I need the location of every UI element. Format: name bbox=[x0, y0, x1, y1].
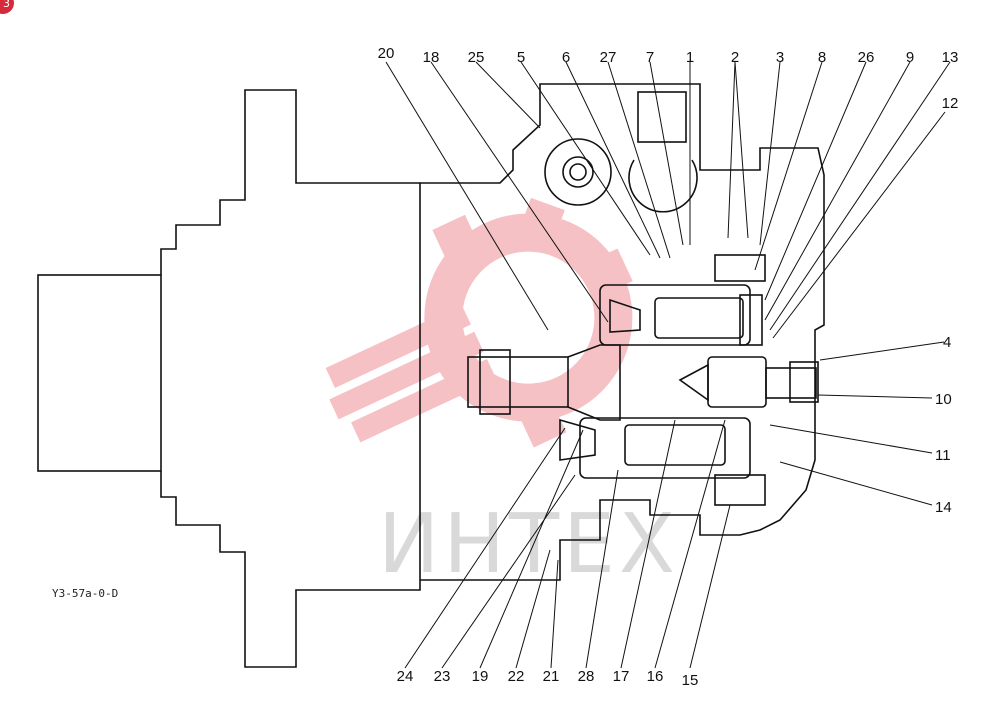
callout-label: 23 bbox=[434, 668, 451, 685]
callout-label: 24 bbox=[397, 668, 414, 685]
motor-housing bbox=[420, 83, 825, 581]
callout-label: 21 bbox=[543, 668, 560, 685]
callout-label: 11 bbox=[935, 447, 951, 464]
watermark-text: ИНТЕХ bbox=[378, 497, 679, 592]
callouts-top: 20 18 25 5 6 27 7 1 2 3 8 26 9 13 12 bbox=[378, 45, 959, 112]
callout-label: 7 bbox=[646, 49, 654, 66]
callout-label: 14 bbox=[935, 499, 952, 516]
callout-label: 2 bbox=[731, 49, 739, 66]
callout-label: 9 bbox=[906, 49, 914, 66]
callout-label: 16 bbox=[647, 668, 664, 685]
callout-label: 27 bbox=[600, 49, 617, 66]
callout-label: 12 bbox=[942, 95, 959, 112]
callout-label: 19 bbox=[472, 668, 489, 685]
callout-label: 20 bbox=[378, 45, 395, 62]
leader-lines bbox=[385, 61, 951, 669]
callout-label: 8 bbox=[818, 49, 826, 66]
corner-badge: 3 bbox=[0, 0, 14, 14]
hub-outline bbox=[37, 89, 421, 668]
callout-label: 13 bbox=[942, 49, 959, 66]
callout-label: 1 bbox=[686, 49, 694, 66]
center-valve bbox=[678, 356, 819, 408]
callout-label: 17 bbox=[613, 668, 630, 685]
callout-label: 18 bbox=[423, 49, 440, 66]
callouts-right: 4 10 11 14 bbox=[935, 334, 952, 516]
callout-label: 22 bbox=[508, 668, 525, 685]
callout-label: 3 bbox=[776, 49, 784, 66]
callout-label: 26 bbox=[858, 49, 875, 66]
callouts-bottom: 24 23 19 22 21 28 17 16 15 bbox=[397, 668, 699, 689]
callout-label: 25 bbox=[468, 49, 485, 66]
callout-label: 4 bbox=[943, 334, 951, 351]
callout-label: 5 bbox=[517, 49, 525, 66]
callout-label: 28 bbox=[578, 668, 595, 685]
callout-label: 10 bbox=[935, 391, 952, 408]
callout-label: 15 bbox=[682, 672, 699, 689]
figure-code: Y3-57a-0-D bbox=[52, 587, 118, 600]
watermark-logo bbox=[325, 197, 633, 448]
callout-label: 6 bbox=[562, 49, 570, 66]
lower-piston bbox=[559, 417, 766, 506]
upper-piston bbox=[599, 254, 766, 346]
